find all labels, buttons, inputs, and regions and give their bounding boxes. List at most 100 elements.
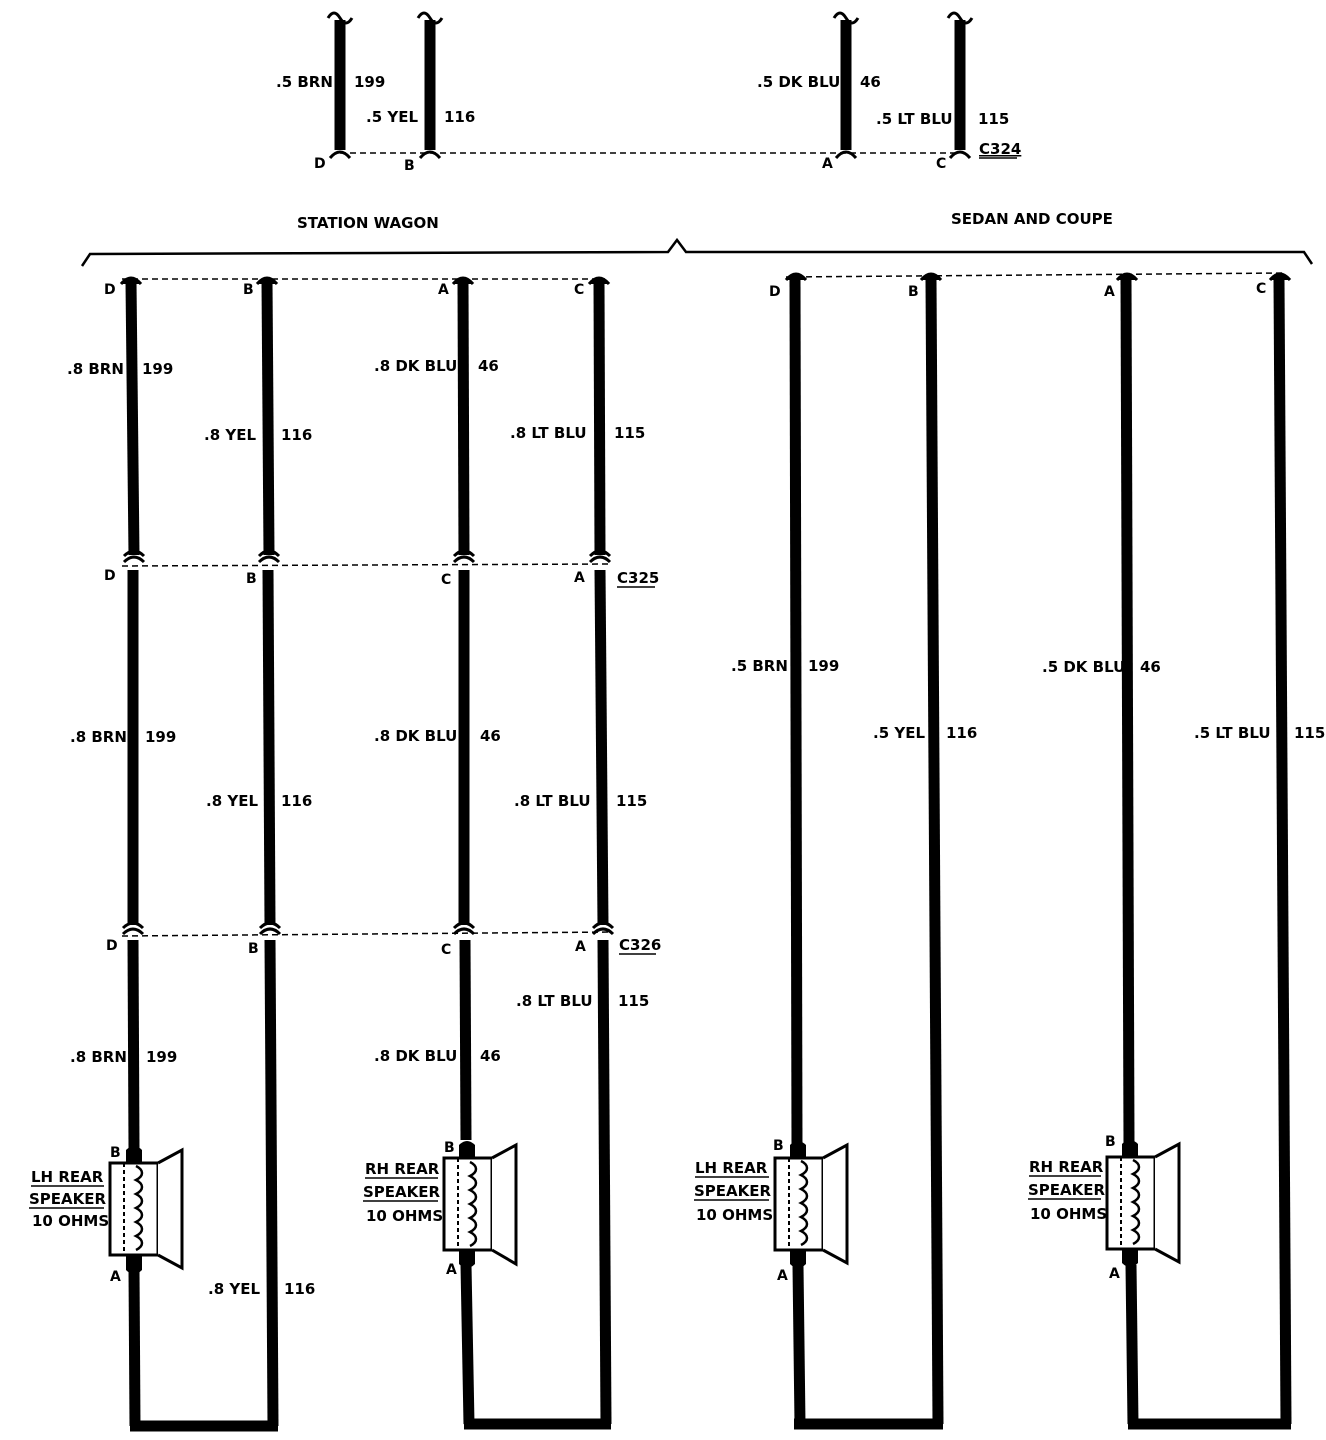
pin-label: A [1104, 284, 1115, 300]
connector-id: C324 [979, 140, 1021, 158]
pin-label: B [444, 1140, 455, 1156]
terminal-icon [126, 1256, 142, 1274]
pin-label: C [574, 282, 584, 298]
pin-label: D [104, 282, 116, 298]
pin-label: D [106, 938, 118, 954]
terminal-icon [119, 276, 143, 286]
connector-terminal-icon [121, 921, 145, 936]
pin-label: B [243, 282, 254, 298]
break-mark-icon [416, 11, 444, 25]
terminal-icon [587, 276, 611, 286]
circuit-label: 116 [946, 724, 977, 742]
wire-label: .8 LT BLU [514, 792, 591, 810]
wire-label: .5 DK BLU [757, 73, 840, 91]
section-title-sedan: SEDAN AND COUPE [951, 210, 1113, 228]
wire-label: .5 BRN [731, 657, 788, 675]
pin-label: A [822, 156, 833, 172]
pin-label: A [574, 570, 585, 586]
pin-label: B [110, 1145, 121, 1161]
pin-label: B [773, 1138, 784, 1154]
wire-sedan-dkblu [1125, 1264, 1139, 1425]
wire-label: .8 YEL [204, 426, 256, 444]
wire-wagon-brn [127, 939, 140, 1149]
connector-terminal-icon [452, 921, 476, 936]
connector-id: C326 [619, 936, 661, 954]
pin-label: B [246, 571, 257, 587]
pin-label: B [908, 284, 919, 300]
connector-terminal-icon [588, 549, 612, 564]
speaker-ohms: 10 OHMS [366, 1207, 443, 1225]
terminal-icon [255, 276, 279, 286]
section-brace [80, 237, 1314, 267]
wire-wagon-ltblu [594, 569, 609, 926]
circuit-label: 46 [1140, 658, 1161, 676]
speaker-cone-icon [157, 1147, 184, 1271]
speaker-label: LH REAR [695, 1159, 768, 1177]
terminal-icon [328, 150, 352, 160]
speaker-ohms: 10 OHMS [696, 1206, 773, 1224]
pin-label: C [936, 156, 946, 172]
rh-rear-speaker-sedan: B A RH REAR SPEAKER 10 OHMS [1028, 1134, 1181, 1282]
speaker-body [108, 1161, 160, 1257]
wire-wagon-ltblu [593, 281, 606, 556]
connector-terminal-icon [258, 921, 282, 936]
circuit-label: 116 [281, 426, 312, 444]
wire-label: .5 LT BLU [876, 110, 953, 128]
terminal-icon [1268, 272, 1292, 282]
terminal-icon [418, 150, 442, 160]
circuit-label: 115 [978, 110, 1009, 128]
circuit-label: 46 [478, 357, 499, 375]
speaker-ohms: 10 OHMS [1030, 1205, 1107, 1223]
terminal-icon [1122, 1250, 1138, 1267]
pin-label: B [248, 941, 259, 957]
speaker-label: SPEAKER [363, 1183, 441, 1201]
top-harness: .5 BRN 199 .5 YEL 116 .5 DK BLU 46 .5 LT… [276, 11, 1021, 174]
wire-label: .5 LT BLU [1194, 724, 1271, 742]
connector-terminal-icon [591, 921, 615, 936]
pin-label: A [575, 939, 586, 955]
wire-label: .5 YEL [366, 108, 418, 126]
speaker-cone-icon [491, 1142, 518, 1267]
terminal-icon [790, 1251, 806, 1268]
wire-label: .5 BRN [276, 73, 333, 91]
wire-wagon-yel [262, 569, 276, 926]
connector-id: C325 [617, 569, 659, 587]
wire-wagon-ltblu [597, 939, 612, 1425]
pin-label: B [1105, 1134, 1116, 1150]
connector-line-c326 [121, 931, 613, 937]
wire-sedan-ltblu [1273, 279, 1292, 1425]
terminal-icon [790, 1141, 806, 1158]
speaker-label: RH REAR [365, 1160, 440, 1178]
pin-label: A [446, 1262, 457, 1278]
terminal-icon [834, 150, 858, 160]
wire-wagon-dkblu [457, 281, 470, 556]
wire-wagon-yel [261, 281, 275, 556]
pin-label: A [1109, 1266, 1120, 1282]
lh-rear-speaker-wagon: B A LH REAR SPEAKER 10 OHMS [29, 1145, 184, 1285]
wire-label: .8 BRN [70, 728, 127, 746]
wire-wagon-dkblu [459, 939, 472, 1141]
pin-label: C [441, 942, 451, 958]
wire-sedan-dkblu [1120, 279, 1135, 1144]
wire-label: .8 DK BLU [374, 1047, 457, 1065]
wire-wagon-dkblu [460, 1264, 475, 1425]
connector-terminal-icon [257, 549, 281, 564]
lh-rear-speaker-sedan: B A LH REAR SPEAKER 10 OHMS [694, 1138, 849, 1284]
circuit-label: 199 [145, 728, 176, 746]
terminal-icon [459, 1141, 475, 1158]
speaker-label: LH REAR [31, 1168, 104, 1186]
speaker-body [1105, 1155, 1157, 1251]
speaker-label: SPEAKER [1028, 1181, 1106, 1199]
connector-terminal-icon [122, 549, 146, 564]
wire-wagon-brn [125, 281, 140, 556]
wire-sedan-yel [925, 279, 944, 1425]
pin-label: A [438, 282, 449, 298]
terminal-icon [451, 276, 475, 286]
speaker-body [773, 1156, 825, 1252]
wire-label: .8 BRN [67, 360, 124, 378]
circuit-label: 199 [808, 657, 839, 675]
connector-terminal-icon [452, 549, 476, 564]
speaker-label: RH REAR [1029, 1158, 1104, 1176]
speaker-ohms: 10 OHMS [32, 1212, 109, 1230]
terminal-icon [948, 150, 972, 160]
